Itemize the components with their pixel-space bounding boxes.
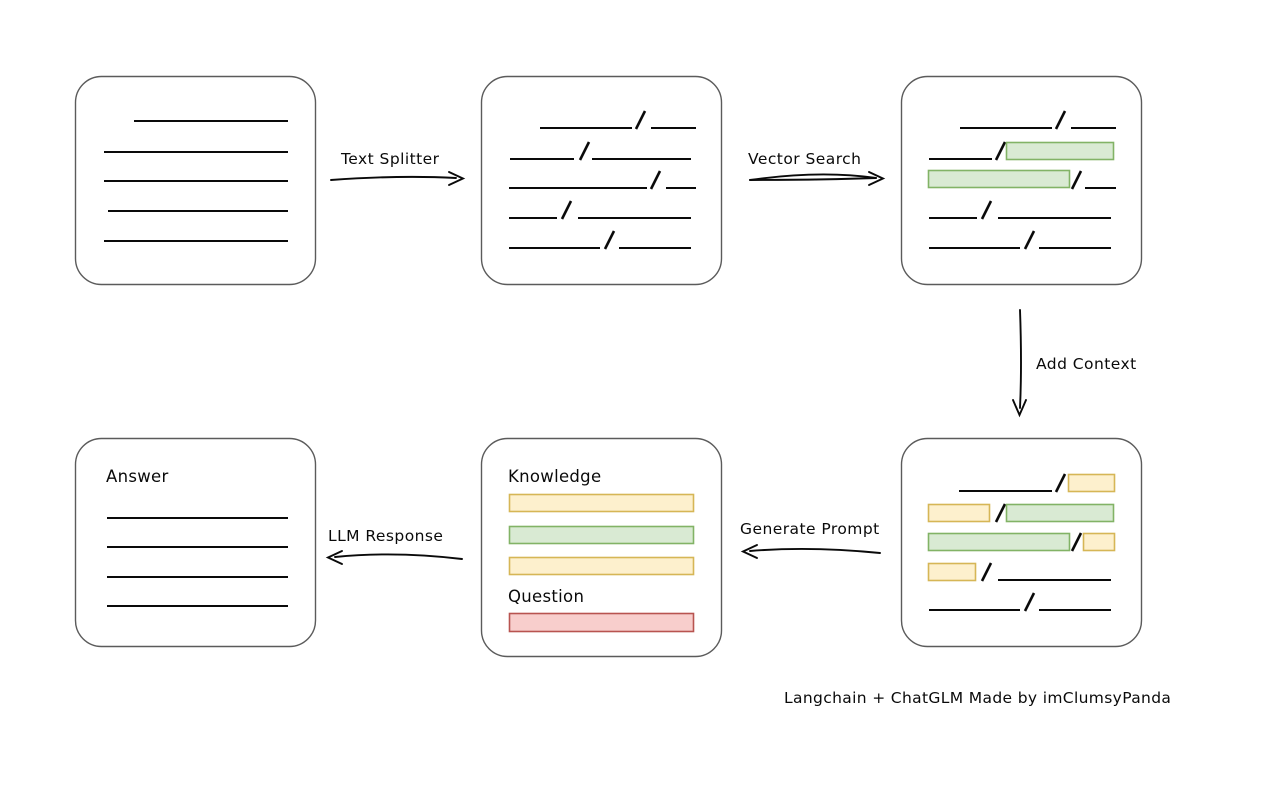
searched-document-rows <box>927 110 1116 250</box>
edge-llm-response[interactable]: LLM Response <box>325 527 463 565</box>
edge-vector-search-label: Vector Search <box>748 150 861 168</box>
searched-highlight-green-2 <box>927 169 1071 189</box>
footer-credit: Langchain + ChatGLM Made by imClumsyPand… <box>784 689 1171 707</box>
context-highlight-yellow-4 <box>927 562 977 582</box>
context-highlight-green-2 <box>927 532 1071 552</box>
node-answer-box[interactable]: Answer <box>74 437 317 648</box>
edge-add-context[interactable]: Add Context <box>1012 309 1137 418</box>
prompt-bar-knowledge-1 <box>508 493 695 513</box>
prompt-box-frame <box>480 437 723 658</box>
source-document-lines <box>104 119 288 243</box>
answer-box-lines <box>107 516 288 608</box>
answer-box-frame <box>74 437 317 648</box>
prompt-bar-question-1 <box>508 612 695 633</box>
edge-text-splitter-label: Text Splitter <box>340 150 440 168</box>
edge-generate-prompt-label: Generate Prompt <box>740 520 880 538</box>
prompt-question-heading: Question <box>508 587 584 606</box>
split-document-frame <box>480 75 723 286</box>
split-document-rows <box>509 110 696 250</box>
prompt-bar-knowledge-3 <box>508 556 695 576</box>
node-source-document[interactable] <box>74 75 317 286</box>
node-searched-document[interactable] <box>900 75 1143 286</box>
prompt-knowledge-heading: Knowledge <box>508 467 601 486</box>
context-highlight-yellow-1 <box>1067 473 1116 493</box>
answer-heading: Answer <box>106 467 169 486</box>
context-highlight-yellow-3 <box>1082 532 1116 552</box>
edge-vector-search[interactable]: Vector Search <box>748 150 886 186</box>
context-document-rows <box>927 473 1116 612</box>
edge-add-context-label: Add Context <box>1036 355 1137 373</box>
context-highlight-yellow-2 <box>927 503 991 523</box>
node-context-document[interactable] <box>900 437 1143 648</box>
edge-llm-response-label: LLM Response <box>328 527 443 545</box>
searched-highlight-green-1 <box>1005 141 1115 161</box>
edge-text-splitter[interactable]: Text Splitter <box>330 150 466 186</box>
edge-generate-prompt[interactable]: Generate Prompt <box>740 520 881 559</box>
context-highlight-green-1 <box>1005 503 1115 523</box>
node-prompt-box[interactable]: Knowledge Question <box>480 437 723 658</box>
node-split-document[interactable] <box>480 75 723 286</box>
prompt-bar-knowledge-2 <box>508 525 695 545</box>
